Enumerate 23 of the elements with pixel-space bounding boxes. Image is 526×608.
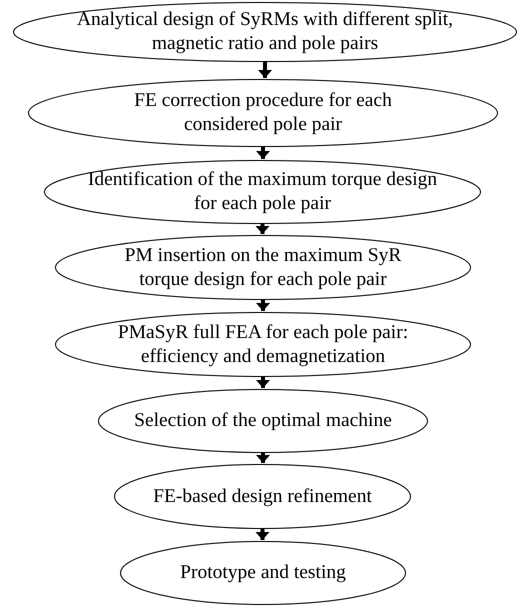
arrow	[256, 377, 270, 388]
process-ellipse	[28, 79, 498, 147]
process-ellipse	[98, 389, 428, 453]
arrow	[256, 147, 270, 159]
process-ellipse	[55, 235, 471, 300]
arrow	[256, 529, 270, 540]
step-label: PMaSyR full FEA for each pole pair: efficiency and demagnetization	[116, 320, 410, 368]
arrow	[256, 453, 270, 463]
step-label: Analytical design of SyRMs with different split, magnetic ratio and pole pairs	[76, 8, 454, 56]
arrow	[258, 62, 272, 78]
process-ellipse	[44, 160, 481, 224]
process-ellipse	[120, 541, 406, 605]
step-label: FE correction procedure for each considered pole pair	[133, 89, 393, 137]
step-label: FE-based design refinement	[153, 484, 372, 508]
arrow	[256, 224, 270, 234]
process-ellipse	[114, 464, 411, 529]
arrow	[256, 300, 270, 311]
step-label: Selection of the optimal machine	[134, 409, 392, 433]
step-label: PM insertion on the maximum SyR torque design for each pole pair	[124, 244, 402, 292]
step-label: Prototype and testing	[180, 561, 346, 585]
process-ellipse	[13, 2, 517, 62]
process-ellipse	[55, 312, 471, 377]
step-label: Identification of the maximum torque design for each pole pair	[88, 168, 438, 216]
